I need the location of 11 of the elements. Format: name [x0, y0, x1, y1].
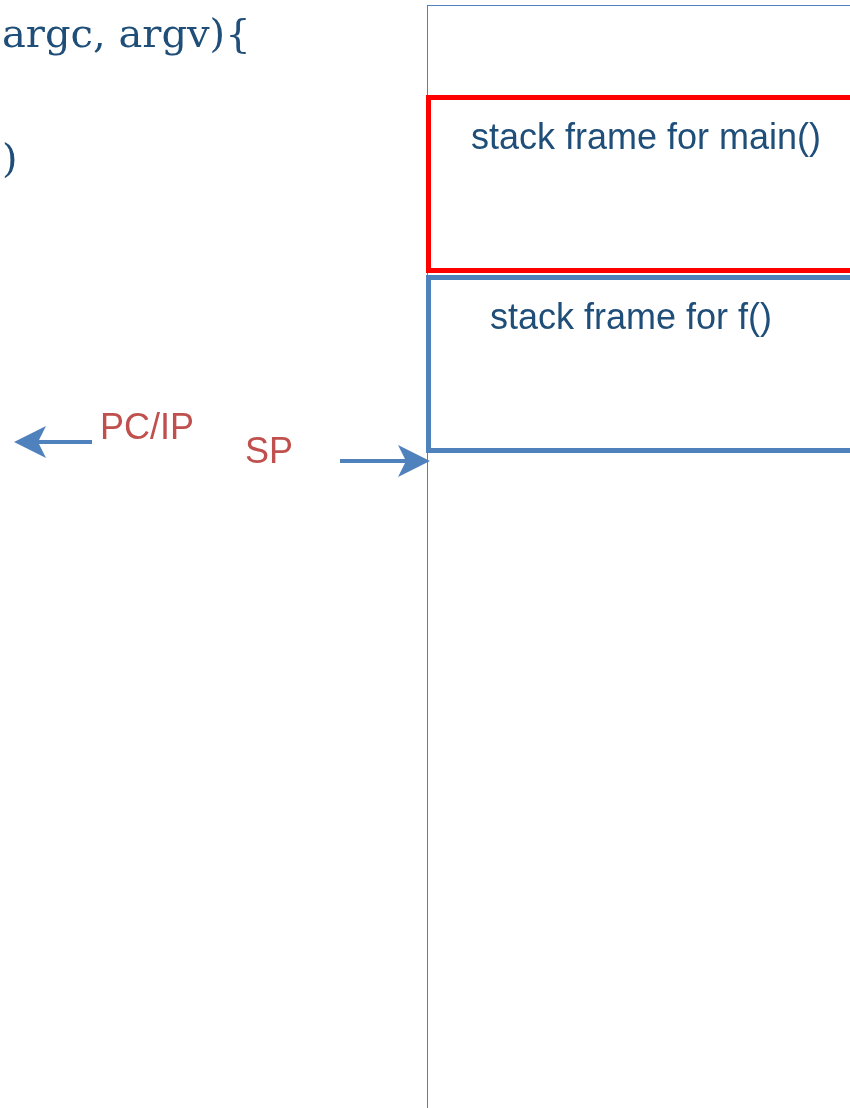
pointer-label: PC/IP: [100, 406, 220, 456]
stack-column: [427, 5, 850, 1108]
stack-frame-box: [426, 275, 850, 453]
frame-title: stack frame for f(): [488, 295, 773, 339]
arrow: [340, 445, 430, 477]
stack-frame-box: [426, 95, 850, 273]
code-text: ): [2, 135, 18, 181]
pointer-label: SP: [245, 430, 305, 480]
code-text: argc, argv){: [2, 10, 251, 56]
frame-title: stack frame for main(): [469, 115, 823, 159]
arrow: [14, 426, 92, 458]
